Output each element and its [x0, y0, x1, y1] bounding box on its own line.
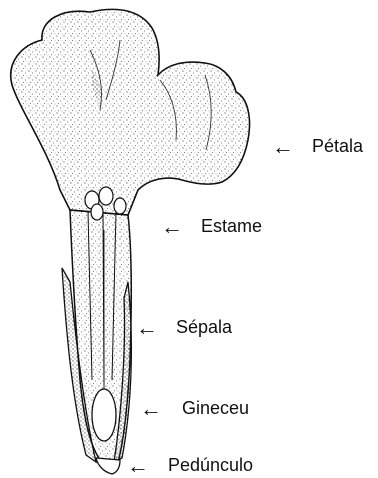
estame-arrow-icon: ←: [161, 216, 183, 238]
label-gineceu: Gineceu: [182, 398, 249, 419]
peduncle: [96, 458, 120, 474]
gynoecium-ovary: [92, 389, 116, 441]
label-sepala: Sépala: [176, 317, 232, 338]
pedunculo-arrow-icon: ←: [127, 455, 149, 477]
label-petala: Pétala: [312, 136, 363, 157]
gineceu-arrow-icon: ←: [140, 398, 162, 420]
label-pedunculo: Pedúnculo: [168, 455, 253, 476]
petal-shape: [11, 9, 250, 215]
petala-arrow-icon: ←: [272, 136, 294, 158]
label-estame: Estame: [201, 216, 262, 237]
sepala-arrow-icon: ←: [136, 317, 158, 339]
